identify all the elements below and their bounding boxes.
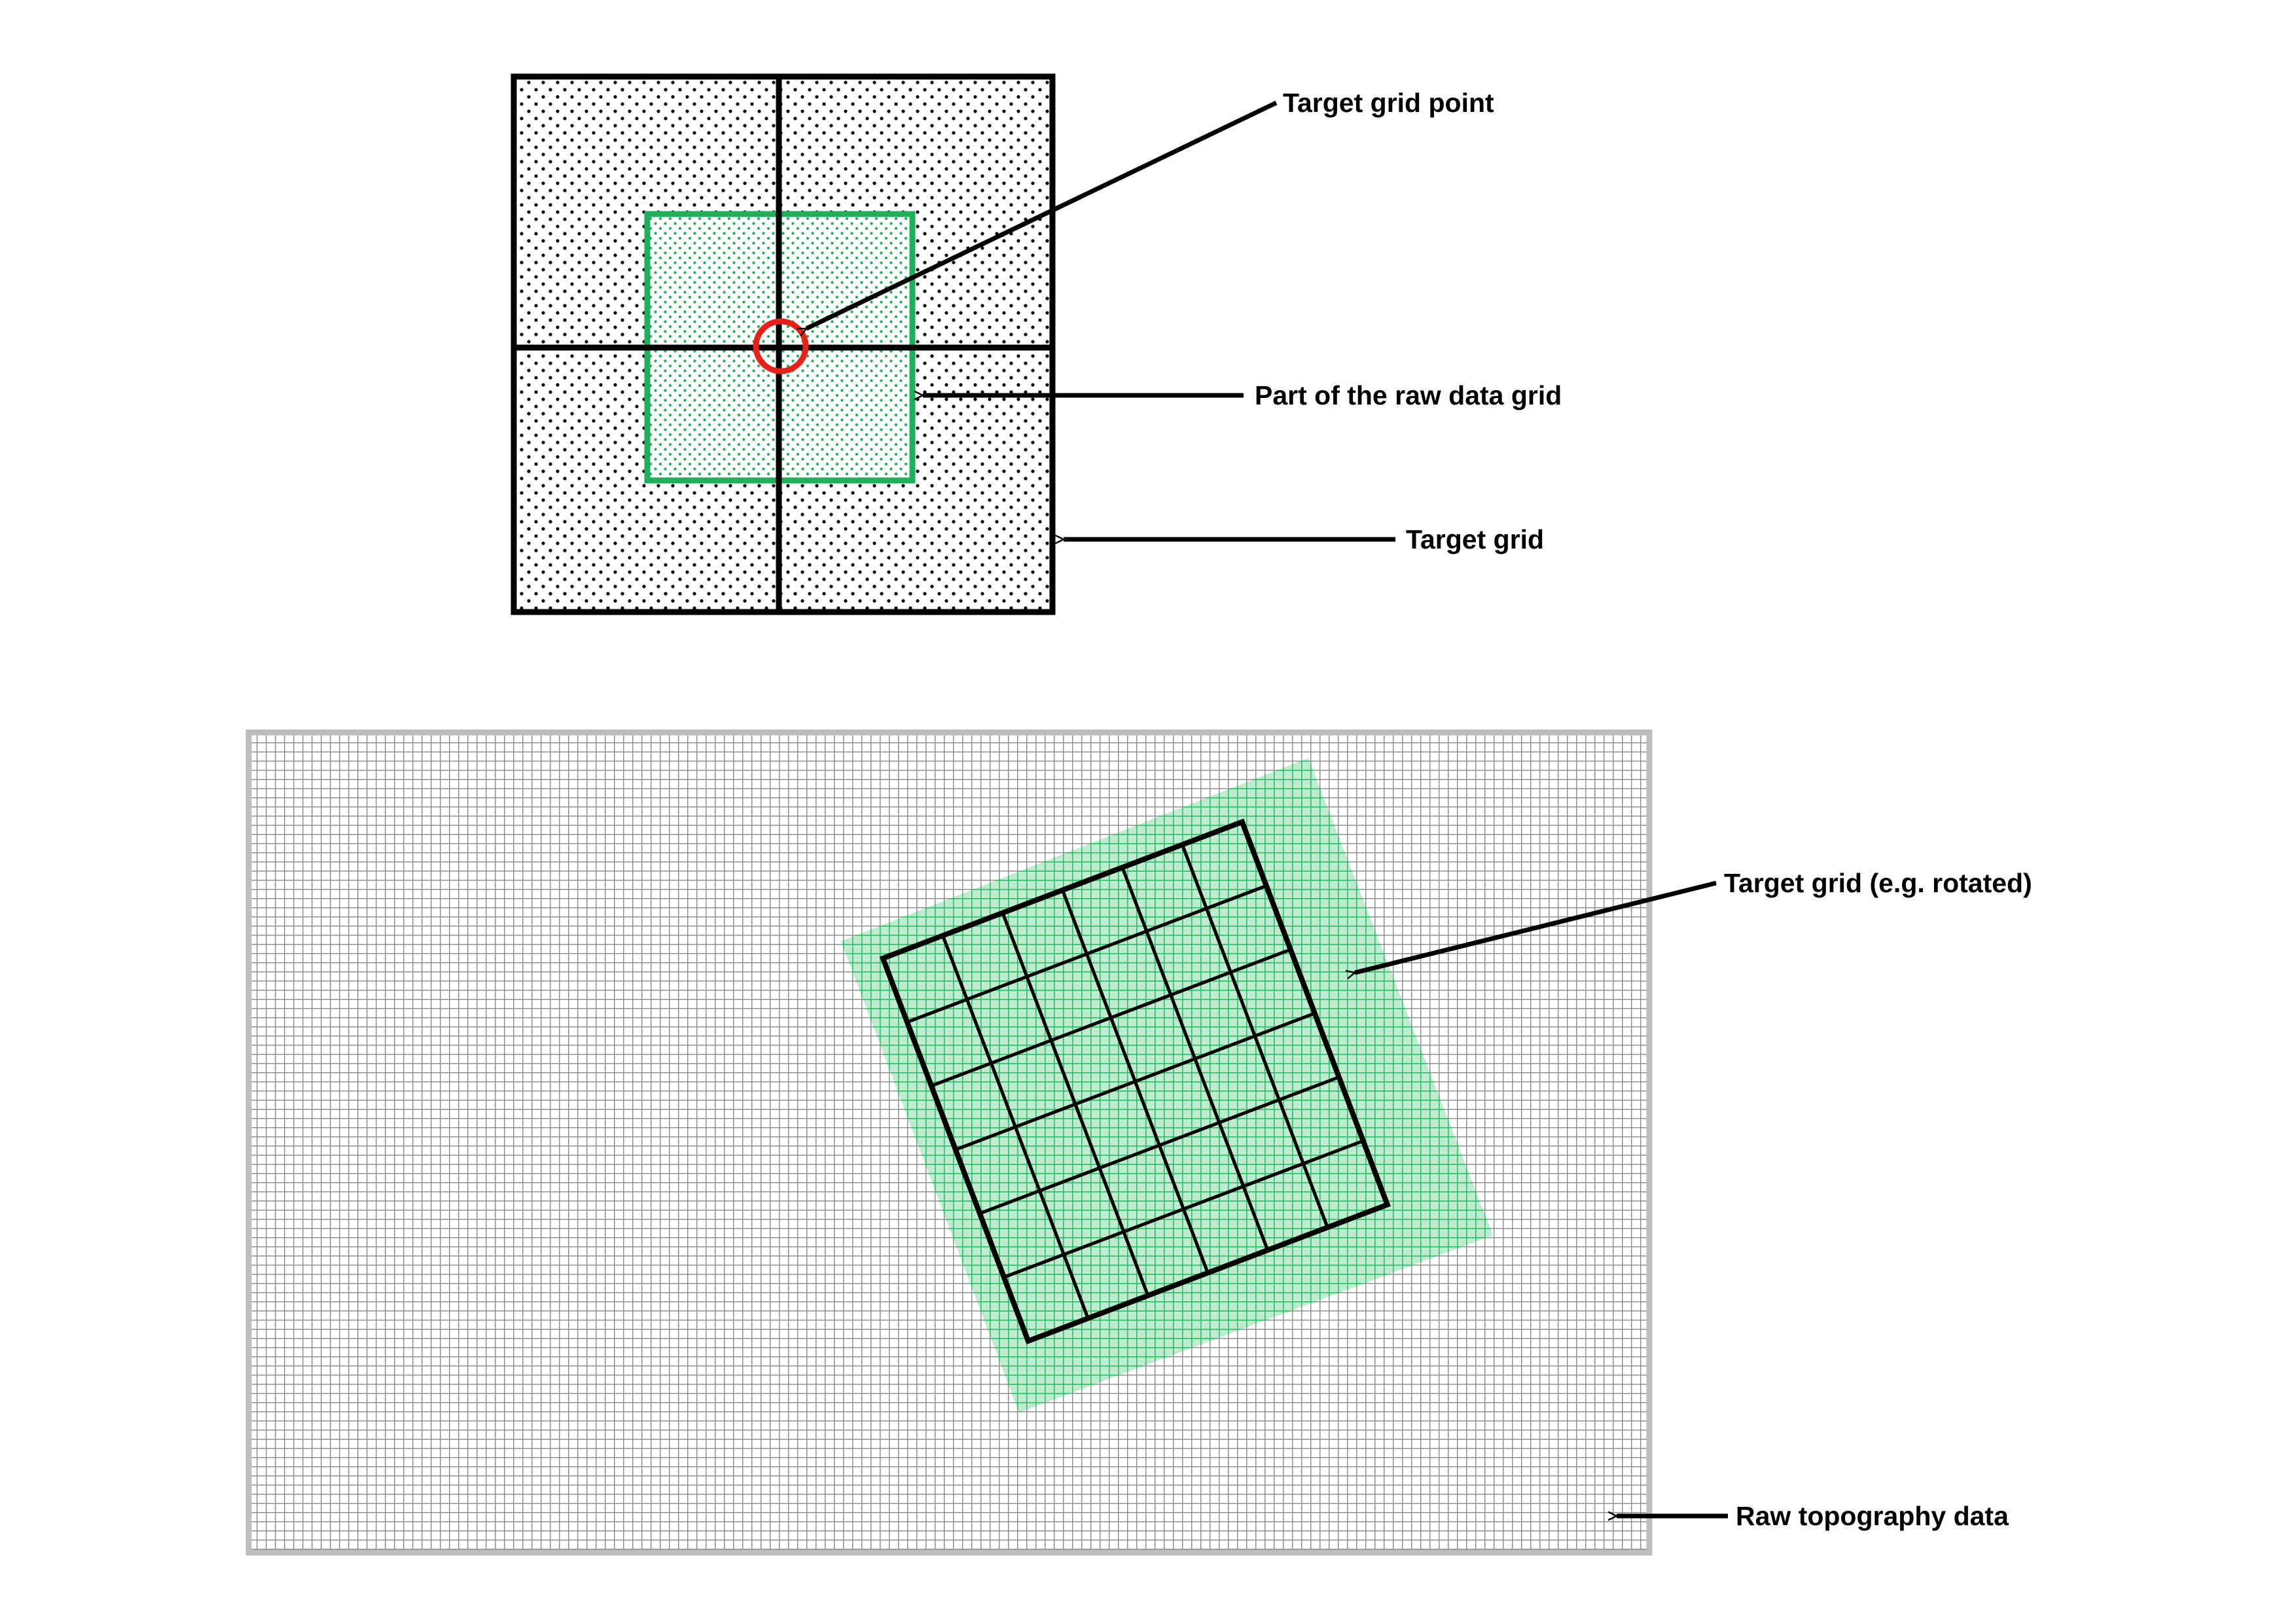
leader-target-grid-rotated xyxy=(1355,880,1717,973)
rotated-grid-hline xyxy=(906,884,1267,1024)
target-grid-detail-panel xyxy=(511,73,1056,615)
leader-target-grid-point xyxy=(806,100,1278,329)
rotated-grid-hline xyxy=(931,948,1291,1088)
rotated-grid-hline xyxy=(1003,1139,1364,1279)
rotated-grid-hline xyxy=(955,1011,1316,1151)
raw-topography-panel xyxy=(245,729,1653,1556)
label-target-grid: Target grid xyxy=(1406,524,1544,554)
label-target-grid-point: Target grid point xyxy=(1283,88,1494,118)
annotation-target-grid-point: Target grid point xyxy=(806,88,1494,329)
rotated-grid-hline xyxy=(979,1075,1340,1216)
label-raw-data-grid-part: Part of the raw data grid xyxy=(1255,380,1562,410)
target-grid-point-circle xyxy=(753,318,809,374)
annotation-raw-topography: Raw topography data xyxy=(1617,1501,2009,1531)
target-grid-outline xyxy=(511,73,1056,615)
annotation-target-grid: Target grid xyxy=(1064,524,1544,554)
label-raw-topography: Raw topography data xyxy=(1736,1501,2009,1531)
rotated-raw-data-patch xyxy=(841,758,1493,1413)
rotated-target-grid-lines xyxy=(906,844,1364,1319)
label-target-grid-rotated: Target grid (e.g. rotated) xyxy=(1724,868,2032,898)
raw-topography-border xyxy=(245,729,1653,1556)
rotated-target-grid xyxy=(879,818,1391,1344)
annotation-raw-data-grid-part: Part of the raw data grid xyxy=(923,380,1562,410)
annotation-target-grid-rotated: Target grid (e.g. rotated) xyxy=(1355,868,2032,973)
